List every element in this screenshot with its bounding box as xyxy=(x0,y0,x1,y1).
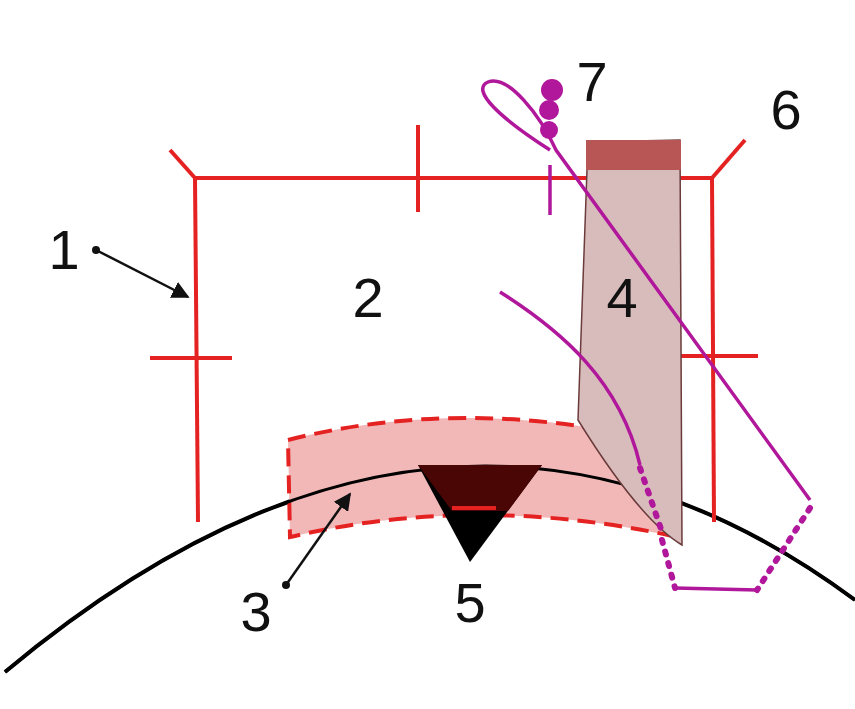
callout-number: 5 xyxy=(454,575,485,631)
callout-number: 3 xyxy=(240,584,271,640)
callout-number: 7 xyxy=(576,54,607,110)
leader-line xyxy=(96,250,188,297)
callout-number: 1 xyxy=(48,222,79,278)
suture xyxy=(483,81,810,590)
callout-number: 4 xyxy=(606,270,637,326)
eye-outline xyxy=(5,466,855,672)
leader-line xyxy=(286,494,350,585)
incision-dash xyxy=(452,506,496,510)
callout-number: 2 xyxy=(352,270,383,326)
suture-knot xyxy=(539,79,563,139)
sclerostomy xyxy=(418,465,542,562)
sclerostomy xyxy=(418,465,542,511)
flap-edge xyxy=(586,140,681,170)
callout-number: 6 xyxy=(770,82,801,138)
